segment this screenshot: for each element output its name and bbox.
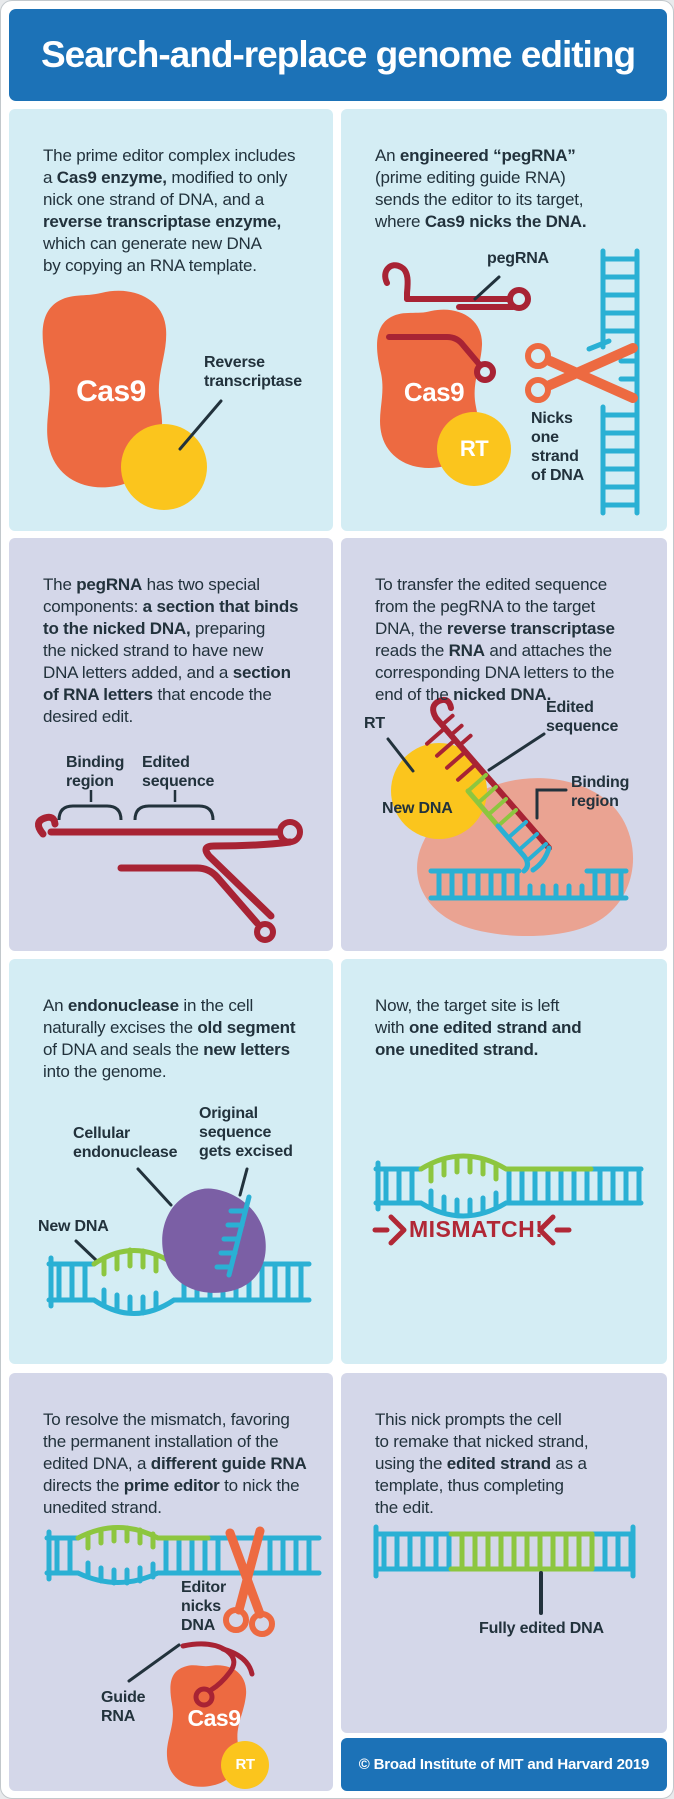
dna-ladder-icon bbox=[586, 248, 640, 516]
edited-strand-bulge-icon bbox=[418, 1153, 594, 1184]
panel-6-text: Now, the target site is left with one ed… bbox=[375, 996, 582, 1059]
excised-flap-icon bbox=[214, 1194, 252, 1278]
rt-label: RT bbox=[235, 1756, 256, 1773]
panel-3-illustration bbox=[35, 790, 303, 943]
endonuclease-blob-icon bbox=[162, 1188, 266, 1293]
label-fully-edited-dna: Fully edited DNA bbox=[479, 1620, 604, 1637]
panel-8-fully-edited: Fully edited DNA This nick prompts the c… bbox=[341, 1373, 667, 1733]
pointer-line bbox=[74, 1167, 249, 1263]
cas9-label: Cas9 bbox=[403, 377, 465, 407]
cas9-label: Cas9 bbox=[187, 1705, 241, 1731]
label-new-dna: New DNA bbox=[382, 800, 453, 817]
panel-8-text: This nick prompts the cell to remake tha… bbox=[375, 1410, 589, 1517]
dna-ladder-icon bbox=[44, 1529, 322, 1586]
label-rt: RT bbox=[364, 715, 385, 732]
copyright-text: © Broad Institute of MIT and Harvard 201… bbox=[358, 1756, 650, 1773]
footer-banner: © Broad Institute of MIT and Harvard 201… bbox=[341, 1738, 667, 1791]
panel-1-editor-complex: Cas9 Reverse transcriptase The prime edi… bbox=[9, 109, 333, 531]
rt-label: RT bbox=[459, 436, 489, 461]
label-edited-sequence: Edited sequence bbox=[142, 754, 215, 790]
pegrna-strand-icon bbox=[35, 813, 303, 943]
panel-4-text: To transfer the edited sequence from the… bbox=[375, 575, 615, 704]
label-mismatch: MISMATCH! bbox=[409, 1216, 544, 1242]
label-cellular-endonuclease: Cellular endonuclease bbox=[73, 1125, 178, 1161]
pegrna-strand-icon bbox=[382, 262, 531, 383]
dna-ladder-icon bbox=[373, 1524, 636, 1579]
pegrna-edited-strand-icon bbox=[425, 696, 552, 851]
mismatch-arrows-icon bbox=[372, 1214, 572, 1246]
rt-circle-icon bbox=[391, 743, 487, 839]
new-dna-rungs-icon bbox=[465, 773, 518, 829]
scissors-icon bbox=[525, 343, 638, 403]
label-original-sequence: Original sequence gets excised bbox=[199, 1105, 293, 1160]
brace-ticks bbox=[57, 790, 215, 821]
panel-4-reverse-transcription: RT Edited sequence New DNA Binding regio… bbox=[341, 538, 667, 951]
panel-8-illustration bbox=[373, 1524, 636, 1615]
label-new-dna: New DNA bbox=[38, 1218, 109, 1235]
dna-ladder-icon bbox=[428, 868, 629, 901]
panel-3-pegrna-components: Binding region Edited sequence The pegRN… bbox=[9, 538, 333, 951]
panel-2-illustration bbox=[377, 248, 640, 516]
label-binding-region: Binding region bbox=[571, 774, 630, 810]
rt-circle-icon bbox=[437, 412, 511, 486]
cas9-label: Cas9 bbox=[76, 375, 146, 408]
panel-5-text: An endonuclease in the cell naturally ex… bbox=[43, 996, 296, 1081]
panel-5-illustration bbox=[46, 1167, 312, 1316]
rt-circle-icon bbox=[221, 1741, 269, 1789]
binding-rungs-icon bbox=[495, 820, 552, 874]
label-guide-rna: Guide RNA bbox=[101, 1689, 146, 1725]
label-pegrna: pegRNA bbox=[487, 250, 549, 267]
pointer-line bbox=[473, 275, 501, 301]
label-nicks-one-strand: Nicks one strand of DNA bbox=[531, 410, 585, 484]
rt-circle-icon bbox=[121, 424, 207, 510]
dna-ladder-icon bbox=[373, 1160, 644, 1219]
label-binding-region: Binding region bbox=[66, 754, 125, 790]
panel-7-text: To resolve the mismatch, favoring the pe… bbox=[43, 1410, 307, 1517]
header-banner: Search-and-replace genome editing bbox=[9, 9, 667, 101]
scissors-icon bbox=[223, 1526, 275, 1637]
pointer-line bbox=[178, 399, 223, 451]
panel-7-illustration bbox=[44, 1525, 322, 1789]
edited-strand-icon bbox=[448, 1531, 595, 1572]
label-reverse-transcriptase: Reverse transcriptase bbox=[204, 354, 302, 390]
edited-strand-bulge-icon bbox=[75, 1525, 211, 1551]
label-edited-sequence: Edited sequence bbox=[546, 699, 619, 735]
pointer-line bbox=[127, 1643, 181, 1683]
panel-5-excision: Cellular endonuclease Original sequence … bbox=[9, 959, 333, 1364]
panel-2-text: An engineered “pegRNA” (prime editing gu… bbox=[375, 146, 587, 231]
panel-2-pegrna-targeting: pegRNA Cas9 RT Nicks one strand of DNA A… bbox=[341, 109, 667, 531]
pointer-line bbox=[386, 732, 568, 820]
guide-rna-icon bbox=[180, 1641, 255, 1708]
panel-7-second-nick: Editor nicks DNA Guide RNA Cas9 RT To re… bbox=[9, 1373, 333, 1791]
label-editor-nicks-dna: Editor nicks DNA bbox=[181, 1579, 227, 1634]
page-title: Search-and-replace genome editing bbox=[40, 34, 636, 75]
panel-1-text: The prime editor complex includes a Cas9… bbox=[43, 146, 296, 275]
panel-3-text: The pegRNA has two special components: a… bbox=[43, 575, 299, 726]
panel-1-illustration bbox=[42, 290, 223, 510]
panel-6-mismatch: MISMATCH! Now, the target site is left w… bbox=[341, 959, 667, 1364]
panel-6-illustration bbox=[372, 1153, 644, 1246]
panel-4-illustration bbox=[386, 696, 634, 937]
